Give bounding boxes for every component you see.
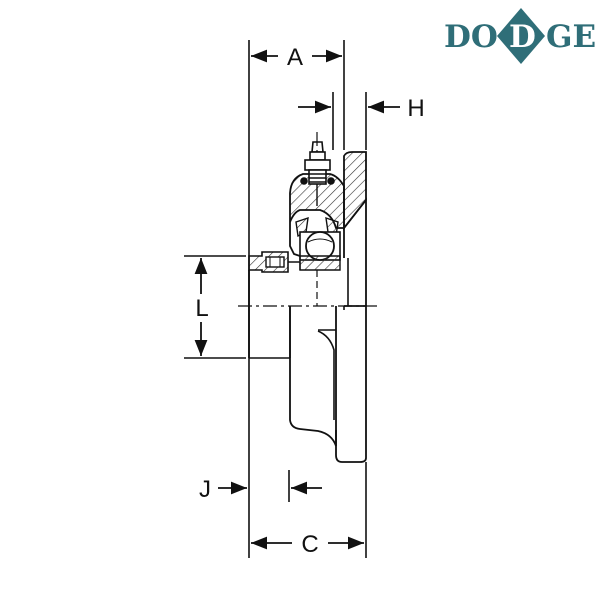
- logo-text-left: DO: [444, 19, 498, 55]
- dimension-label-h: H: [407, 95, 424, 122]
- dimension-label-c: C: [301, 531, 318, 558]
- grease-fitting-icon: [300, 141, 335, 206]
- shaft: [248, 270, 291, 359]
- center-lines: [238, 132, 380, 307]
- flange-plate: [335, 151, 367, 463]
- dimension-label-l: L: [195, 295, 208, 322]
- collar-set-screw: [248, 251, 301, 273]
- bearing-ball-and-ring: [299, 231, 341, 271]
- dimension-label-a: A: [287, 44, 303, 71]
- logo-text-mid: D: [509, 19, 536, 55]
- bearing-housing: [289, 173, 345, 447]
- logo-text-right: GE: [546, 19, 596, 55]
- dodge-logo: DO D GE: [444, 8, 596, 64]
- logo-diamond-icon: [497, 8, 545, 64]
- extension-lines: [184, 40, 367, 558]
- dimension-arrows: [194, 49, 400, 550]
- dimension-label-j: J: [199, 476, 211, 503]
- set-screw-icon: [265, 256, 285, 268]
